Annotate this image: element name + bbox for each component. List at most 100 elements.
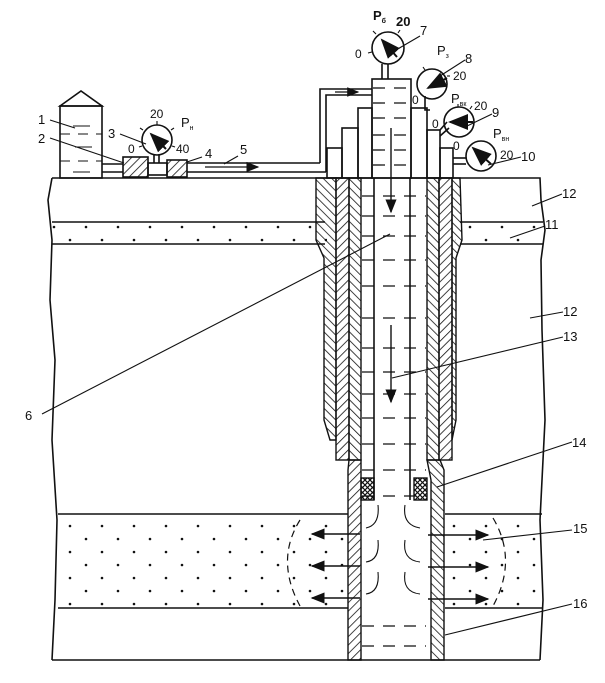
- diagram-stroke: [469, 105, 473, 110]
- diagram-stroke: [439, 59, 466, 77]
- ground-left-edge: [47, 177, 58, 661]
- packer-right: [413, 477, 428, 501]
- label-11: 11: [545, 217, 559, 232]
- layer-15-right: [445, 514, 542, 608]
- gauge-pz-scale-max: 20: [453, 69, 467, 83]
- diagram-stroke: [410, 107, 428, 179]
- diagram-stroke: [439, 121, 448, 131]
- label-6: 6: [25, 408, 32, 423]
- layer-11-left: [52, 222, 327, 244]
- diagram-stroke: [341, 127, 359, 179]
- gauge-pz-symbol: Pз: [437, 43, 449, 60]
- diagram-stroke: [149, 132, 170, 153]
- diagram-stroke: [439, 147, 454, 179]
- diagram-stroke: [438, 177, 453, 461]
- label-4: 4: [205, 146, 212, 161]
- gauge-pvn: 20 0 Pвн: [453, 126, 514, 172]
- diagram-stroke: [170, 127, 175, 131]
- diagram-stroke: [365, 571, 379, 595]
- diagram-stroke: [509, 225, 546, 239]
- diagram-stroke: [325, 94, 372, 172]
- gauge-pvk-scale-max: 20: [474, 99, 488, 113]
- diagram-stroke: [147, 162, 168, 176]
- gauge-pvn-symbol: Pвн: [493, 126, 509, 143]
- diagram-stroke: [529, 311, 564, 319]
- diagram-stroke: [464, 113, 493, 128]
- diagram-stroke: [57, 90, 105, 107]
- diagram-stroke: [59, 105, 103, 179]
- diagram-stroke: [357, 107, 373, 179]
- diagram-stroke: [186, 156, 203, 163]
- diagram-stroke: [139, 127, 144, 131]
- diagram-stroke: [365, 539, 379, 563]
- diagram-stroke: [49, 137, 125, 164]
- diagram-stroke: [347, 459, 362, 661]
- diagram-stroke: [326, 147, 343, 179]
- diagram-stroke: [49, 119, 76, 129]
- diagram-stroke: [397, 29, 401, 34]
- diagram-stroke: [424, 96, 430, 111]
- water-tank: [57, 90, 105, 179]
- label-8: 8: [465, 51, 472, 66]
- diagram-stroke: [471, 146, 492, 166]
- layer-15-left: [58, 514, 348, 608]
- diagram-stroke: [436, 441, 573, 488]
- gauge-pn: 20 0 40 Pн: [128, 107, 194, 163]
- label-2: 2: [38, 131, 45, 146]
- diagram-stroke: [422, 66, 426, 71]
- diagram-stroke: [365, 504, 379, 529]
- diagram-stroke: [416, 68, 448, 100]
- gauge-pvn-scale-min: 0: [453, 139, 460, 153]
- gauge-pvk-symbol: Pвк: [451, 91, 467, 108]
- diagram-stroke: [367, 51, 373, 54]
- label-1: 1: [38, 112, 45, 127]
- label-16: 16: [573, 596, 587, 611]
- fluid-column: [362, 195, 426, 647]
- diagram-stroke: [223, 155, 239, 165]
- diagram-stroke: [426, 129, 441, 179]
- gauge-pz: 20 0 Pз: [412, 43, 467, 111]
- packer-left: [360, 477, 375, 501]
- diagram-stroke: [426, 177, 440, 461]
- well-bore: [310, 87, 490, 661]
- diagram-stroke: [41, 233, 391, 415]
- gauge-pn-scale-min: 0: [128, 142, 135, 156]
- gauge-pb-scale-min: 0: [355, 47, 362, 61]
- label-9: 9: [492, 105, 499, 120]
- diagram-stroke: [348, 177, 362, 461]
- diagram-stroke: [404, 571, 421, 595]
- diagram-stroke: [439, 127, 450, 137]
- label-12-top: 12: [562, 186, 576, 201]
- diagram-stroke: [482, 529, 573, 541]
- gauge-pb-scale-max: 20: [396, 14, 410, 29]
- ground-strata: [47, 177, 546, 661]
- label-14: 14: [572, 435, 586, 450]
- diagram-stroke: [426, 72, 448, 89]
- gauge-pb: 0 20 Pб: [355, 8, 410, 65]
- diagram-stroke: [371, 31, 405, 65]
- gauge-pn-symbol: Pн: [181, 115, 194, 132]
- label-7: 7: [420, 23, 427, 38]
- callouts: 1 2 3 4 5 6 7 8 9 10 11 12 12 13 14 15 1…: [25, 23, 587, 636]
- diagram-stroke: [531, 193, 563, 207]
- label-13: 13: [563, 329, 577, 344]
- diagram-stroke: [451, 177, 463, 441]
- diagram-stroke: [171, 145, 176, 148]
- gauge-pvk-scale-min: 0: [432, 117, 439, 131]
- diagram-stroke: [372, 30, 377, 35]
- diagram-stroke: [404, 504, 421, 529]
- diagram-stroke: [443, 106, 475, 138]
- diagram-stroke: [380, 38, 400, 59]
- surface-pipeline: [102, 87, 372, 178]
- gauge-pn-scale-mid: 20: [150, 107, 164, 121]
- diagram-stroke: [487, 156, 522, 166]
- diagram-stroke: [138, 145, 143, 148]
- gauge-pb-symbol: Pб: [373, 8, 387, 25]
- valve-block: [166, 159, 188, 178]
- label-3: 3: [108, 126, 115, 141]
- diagram-stroke: [444, 603, 573, 636]
- layer-11-right: [455, 222, 543, 244]
- gauge-pvn-scale-max: 20: [500, 148, 514, 162]
- diagram-stroke: [391, 336, 564, 379]
